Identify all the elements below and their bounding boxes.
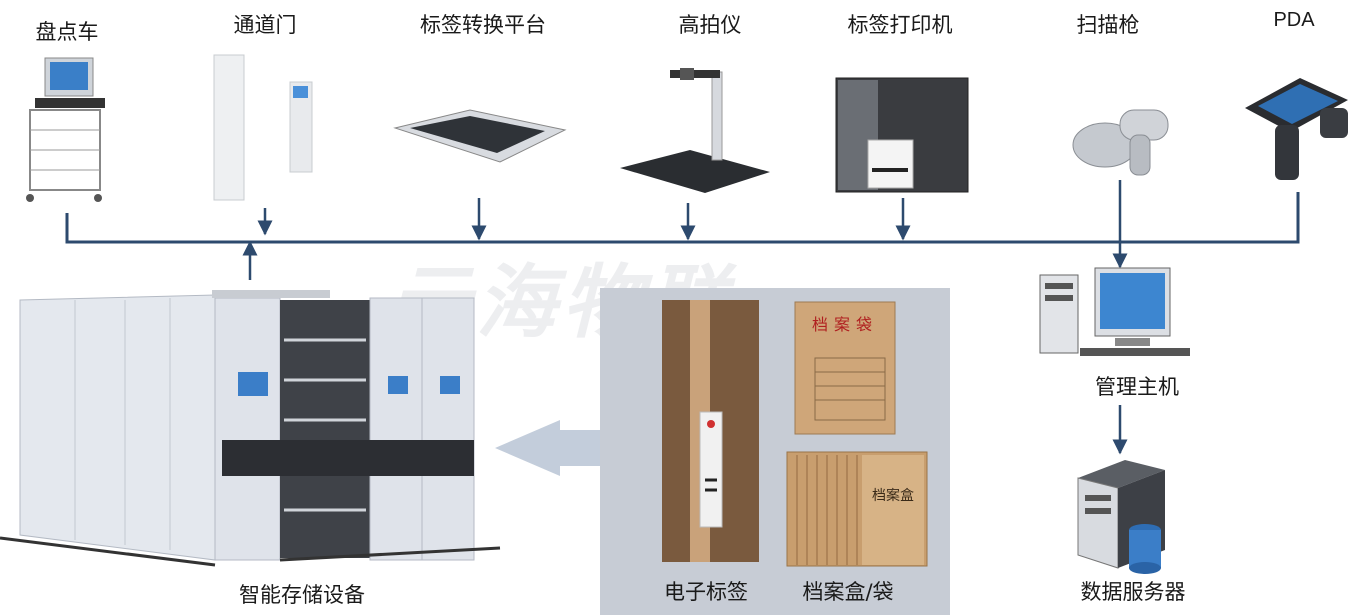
cart-image: [26, 57, 105, 202]
label-gate: 通道门: [233, 13, 297, 37]
printer-image: [835, 77, 969, 193]
label-host: 管理主机: [1095, 375, 1179, 399]
label-cart: 盘点车: [35, 20, 99, 44]
pda-image: [1245, 78, 1348, 180]
label-box: 档案盒/袋: [802, 580, 894, 604]
storage-image: [0, 290, 501, 567]
box-image: [786, 451, 928, 567]
label-scan-gun: 扫描枪: [1076, 13, 1140, 37]
converter-image: [393, 109, 567, 163]
camera-image: [620, 68, 770, 193]
label-converter: 标签转换平台: [420, 13, 546, 37]
bag-text: 档案袋: [812, 315, 878, 334]
box-text: 档案盒: [872, 487, 914, 504]
server-image: [1077, 460, 1165, 574]
media-to-storage-arrow: [495, 420, 600, 476]
label-tag: 电子标签: [664, 580, 748, 604]
gate-image: [213, 54, 313, 201]
label-server: 数据服务器: [1080, 580, 1186, 604]
label-printer: 标签打印机: [847, 13, 953, 37]
scan-gun-image: [1072, 109, 1169, 176]
bus-line: [65, 192, 1300, 244]
label-pda: PDA: [1273, 9, 1315, 31]
label-storage: 智能存储设备: [239, 583, 365, 607]
host-image: [1039, 267, 1190, 356]
bag-image: [794, 301, 896, 435]
tag-image: [662, 300, 759, 562]
label-camera: 高拍仪: [678, 13, 742, 37]
